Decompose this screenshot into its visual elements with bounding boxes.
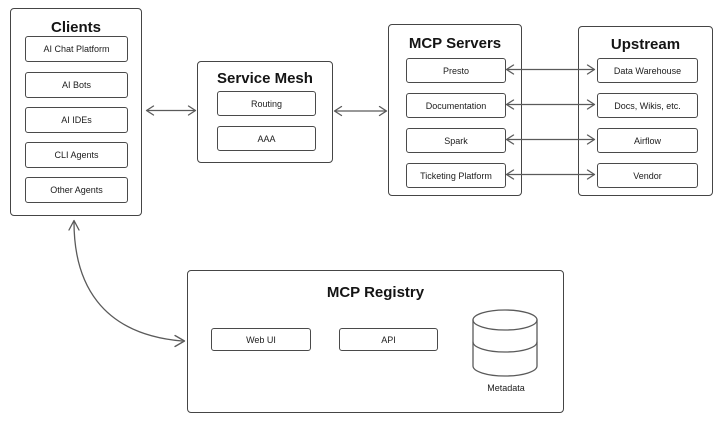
node-ticketing-platform: Ticketing Platform bbox=[406, 163, 506, 188]
node-presto: Presto bbox=[406, 58, 506, 83]
mcp-registry-group-title: MCP Registry bbox=[326, 284, 425, 301]
node-vendor: Vendor bbox=[597, 163, 698, 188]
metadata-label: Metadata bbox=[487, 383, 525, 393]
node-spark: Spark bbox=[406, 128, 506, 153]
node-ai-chat-platform: AI Chat Platform bbox=[25, 36, 128, 62]
node-aaa: AAA bbox=[217, 126, 316, 151]
arrow-clients-mcp-registry bbox=[68, 219, 186, 348]
clients-group-title: Clients bbox=[50, 19, 101, 36]
node-documentation: Documentation bbox=[406, 93, 506, 118]
node-cli-agents: CLI Agents bbox=[25, 142, 128, 168]
upstream-group-title: Upstream bbox=[610, 36, 681, 53]
upstream-group: Upstream Data Warehouse Docs, Wikis, etc… bbox=[578, 26, 713, 196]
node-web-ui: Web UI bbox=[211, 328, 311, 351]
mcp-servers-group-title: MCP Servers bbox=[408, 35, 502, 52]
node-api: API bbox=[339, 328, 438, 351]
node-other-agents: Other Agents bbox=[25, 177, 128, 203]
node-airflow: Airflow bbox=[597, 128, 698, 153]
node-data-warehouse: Data Warehouse bbox=[597, 58, 698, 83]
arrow-service-mesh-mcp-servers bbox=[333, 105, 388, 117]
mcp-registry-group: MCP Registry Web UI API Metadata bbox=[187, 270, 564, 413]
clients-group: Clients AI Chat Platform AI Bots AI IDEs… bbox=[10, 8, 142, 216]
node-ai-ides: AI IDEs bbox=[25, 107, 128, 133]
node-ai-bots: AI Bots bbox=[25, 72, 128, 98]
service-mesh-group-title: Service Mesh bbox=[217, 70, 313, 87]
mcp-servers-group: MCP Servers Presto Documentation Spark T… bbox=[388, 24, 522, 196]
service-mesh-group: Service Mesh Routing AAA bbox=[197, 61, 333, 163]
node-docs-wikis: Docs, Wikis, etc. bbox=[597, 93, 698, 118]
arrow-clients-service-mesh bbox=[145, 105, 197, 116]
node-routing: Routing bbox=[217, 91, 316, 116]
